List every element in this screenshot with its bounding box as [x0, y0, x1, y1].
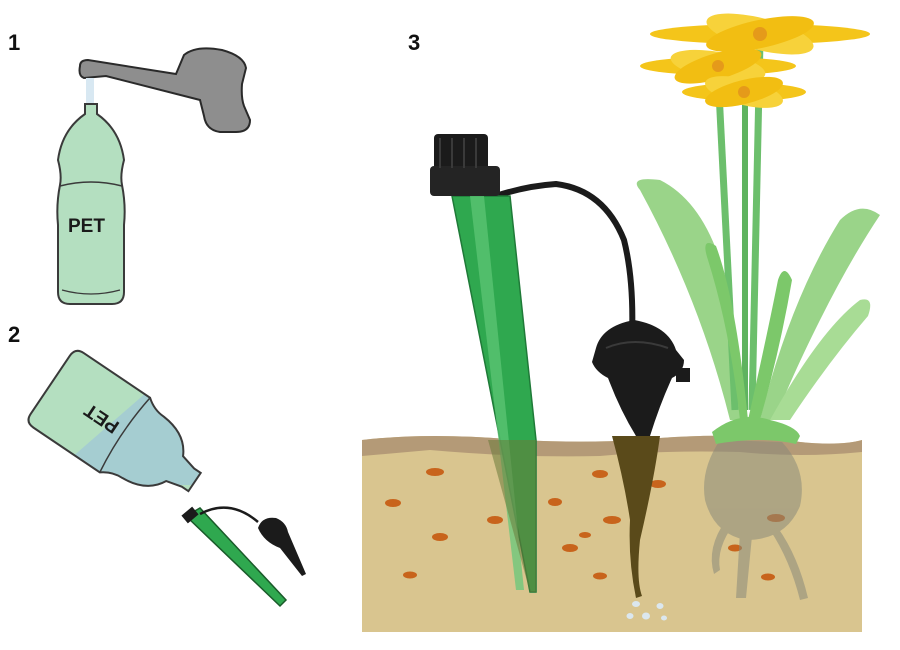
step-number-2: 2	[8, 322, 20, 347]
plant-roots	[704, 440, 808, 600]
dripper-icon	[258, 517, 306, 576]
leaf	[760, 208, 880, 420]
leaf	[636, 179, 745, 420]
faucet-icon	[78, 47, 252, 133]
dripper-icon	[592, 320, 690, 598]
leaf	[748, 271, 792, 420]
step-1-panel: 1 PET	[8, 30, 252, 305]
flower-icon	[682, 76, 806, 108]
bottle-ridge	[59, 181, 123, 187]
spike-cap	[430, 134, 500, 196]
leaf	[770, 299, 871, 420]
leaf	[705, 243, 748, 420]
bottle-base-line	[61, 289, 121, 295]
tube	[493, 180, 636, 339]
tube	[199, 506, 259, 523]
water-stream	[86, 78, 94, 108]
clay-pellets	[385, 468, 785, 581]
bottle-ridge	[99, 397, 151, 473]
flower-icon	[640, 48, 796, 84]
spike-cap	[181, 506, 199, 524]
plant-base	[712, 416, 800, 444]
water-drops	[626, 601, 667, 621]
bottle-icon	[56, 103, 126, 305]
flower-icon	[650, 13, 870, 55]
step-3-panel: 3	[362, 13, 880, 632]
step-2-panel: 2 PET	[8, 322, 306, 608]
step-number-1: 1	[8, 30, 20, 55]
spike-icon	[451, 195, 537, 593]
step-number-3: 3	[408, 30, 420, 55]
bottle-label-1: PET	[68, 216, 105, 237]
tilted-bottle: PET	[27, 349, 220, 493]
